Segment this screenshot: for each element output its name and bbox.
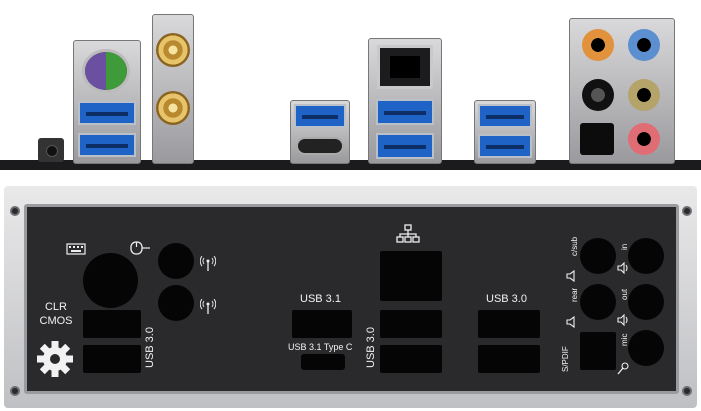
audio-cutout [628,330,664,366]
usb-port[interactable] [478,104,532,128]
ps2-cutout [83,253,138,308]
usb31-stack [290,100,350,164]
audio-jack-olive[interactable] [628,79,660,111]
antenna-bracket [152,14,194,164]
headphone-icon [617,314,628,326]
shield-clip [682,386,692,396]
audio-spdif-label: S/PDIF [561,346,570,372]
usb-port[interactable] [478,134,532,158]
usb31-cutout [292,310,352,338]
audio-jack-blue[interactable] [628,29,660,61]
audio-csub-label: c/sub [570,236,579,256]
spdif-port[interactable] [580,123,614,155]
mouse-icon [130,241,150,255]
antenna-cutout [158,243,194,279]
audio-cutout [580,238,616,274]
shield-clip [682,206,692,216]
speaker-icon [566,316,575,328]
speaker-icon [617,262,628,274]
clr-cmos-label: CLR CMOS [39,301,73,327]
spdif-cutout [580,332,616,370]
network-icon [396,224,420,243]
usb31-label: USB 3.1 [300,293,341,305]
usb30-mid-label: USB 3.0 [365,327,377,368]
usb-cutout [478,345,540,373]
antenna-cutout [158,285,194,321]
audio-cutout [628,284,664,320]
audio-jack-pink[interactable] [628,123,660,155]
usb-type-c-port[interactable] [296,137,344,155]
usb-port[interactable] [376,133,434,159]
antenna-connector[interactable] [156,33,190,67]
clear-cmos-button[interactable] [38,138,64,162]
ps2-port[interactable] [82,49,130,93]
ethernet-port[interactable] [377,45,433,89]
shield-clip [10,386,20,396]
audio-jack-black[interactable] [582,79,614,111]
usb-cutout [380,345,442,373]
usb31-typec-label: USB 3.1 Type C [288,342,353,352]
usb30-stack [474,100,536,164]
usb-port[interactable] [78,101,136,125]
audio-rear-label: rear [570,287,579,302]
shield-clip [10,206,20,216]
antenna-icon [200,298,216,314]
antenna-connector[interactable] [156,91,190,125]
lan-usb-stack [368,38,442,164]
antenna-icon [200,255,216,271]
microphone-icon [617,362,629,375]
usb-port[interactable] [376,99,434,125]
usb-cutout [83,310,141,338]
usb-type-c-cutout [301,354,345,370]
keyboard-icon [66,243,86,255]
audio-cutout [580,284,616,320]
usb-cutout [83,345,141,373]
usb-port[interactable] [78,133,136,157]
pcb-edge [0,160,701,170]
speaker-icon [566,270,575,282]
usb30-right-label: USB 3.0 [486,293,527,305]
usb30-left-label: USB 3.0 [144,327,156,368]
audio-mic-label: mic [620,333,629,346]
audio-out-label: out [620,288,629,300]
audio-stack [569,18,675,164]
audio-cutout [628,238,664,274]
ethernet-cutout [380,251,442,301]
usb-port[interactable] [294,104,346,128]
usb-cutout [478,310,540,338]
gear-icon [37,341,73,377]
ps2-usb-stack [73,40,141,164]
audio-jack-orange[interactable] [582,29,614,61]
audio-in-label: in [620,243,629,250]
usb-cutout [380,310,442,338]
